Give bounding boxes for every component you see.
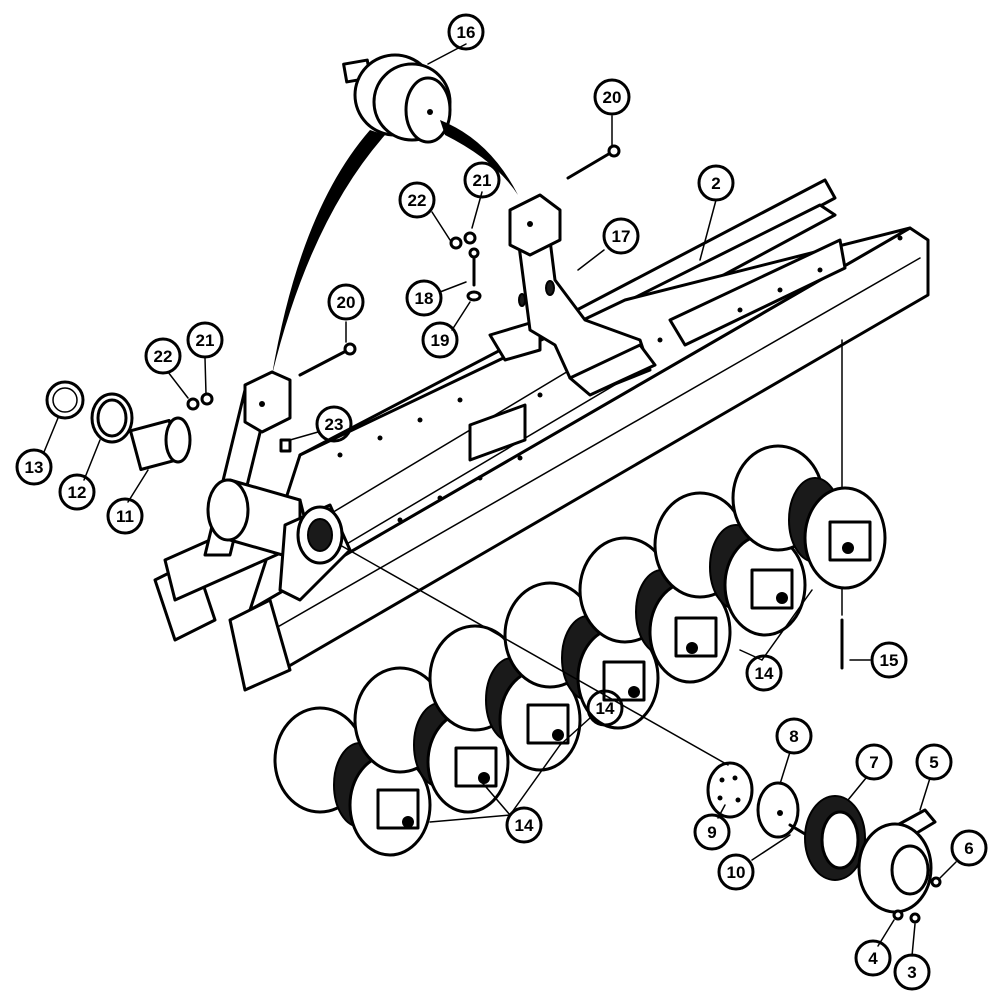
washer-21-front (463, 231, 477, 245)
svg-text:7: 7 (869, 753, 878, 772)
callout-5: 5 (915, 743, 953, 781)
track-roller (428, 624, 582, 772)
svg-text:8: 8 (789, 727, 798, 746)
svg-text:23: 23 (325, 415, 344, 434)
svg-text:20: 20 (603, 88, 622, 107)
track-roller (731, 444, 887, 590)
track-roller (273, 706, 432, 857)
washer-19 (466, 290, 482, 302)
seal-kit (45, 380, 192, 471)
callout-14-left: 14 (505, 806, 543, 844)
callout-7: 7 (855, 743, 893, 781)
nut-22-front (449, 236, 463, 250)
callout-21-rear: 21 (186, 321, 224, 359)
leader-lines (43, 43, 957, 957)
callout-9: 9 (693, 813, 731, 851)
grease-fitting-23 (279, 438, 292, 453)
callout-4: 4 (854, 939, 892, 977)
idler-bearing-block-right (508, 193, 562, 257)
track-roller (353, 666, 510, 814)
svg-text:5: 5 (929, 753, 938, 772)
frame-slot-plate (468, 403, 527, 462)
svg-text:4: 4 (868, 949, 878, 968)
callout-17: 17 (602, 217, 640, 255)
callout-18: 18 (405, 279, 443, 317)
bolt-10 (788, 823, 807, 836)
svg-text:15: 15 (880, 651, 899, 670)
svg-text:13: 13 (25, 458, 44, 477)
callout-15: 15 (870, 641, 908, 679)
washer-4 (892, 909, 904, 921)
callouts: 16 20 21 22 2 17 18 19 20 21 22 23 13 12… (15, 13, 988, 991)
svg-text:18: 18 (415, 289, 434, 308)
svg-text:20: 20 (337, 293, 356, 312)
svg-text:11: 11 (116, 507, 134, 526)
svg-text:10: 10 (727, 863, 746, 882)
svg-text:14: 14 (755, 664, 774, 683)
callout-11: 11 (106, 497, 144, 535)
track-roller (578, 536, 732, 684)
svg-text:16: 16 (457, 23, 476, 42)
callout-19: 19 (421, 321, 459, 359)
frame-bolt-holes (337, 235, 903, 523)
callout-20-front: 20 (593, 78, 631, 116)
svg-text:14: 14 (515, 816, 534, 835)
washer-21-rear (200, 392, 214, 406)
idler-bracket (488, 193, 657, 397)
callout-3: 3 (893, 953, 931, 991)
callout-14-middle: 14 (586, 689, 624, 727)
svg-text:2: 2 (711, 174, 720, 193)
svg-text:22: 22 (408, 191, 427, 210)
svg-text:14: 14 (596, 699, 615, 718)
roller-plate-8 (756, 781, 800, 839)
svg-text:3: 3 (907, 963, 916, 982)
svg-text:6: 6 (964, 839, 973, 858)
callout-8: 8 (775, 717, 813, 755)
svg-text:12: 12 (68, 483, 87, 502)
callout-20-rear: 20 (327, 283, 365, 321)
callout-10: 10 (717, 853, 755, 891)
svg-text:19: 19 (431, 331, 450, 350)
bolt-6 (930, 876, 942, 888)
svg-text:21: 21 (196, 331, 215, 350)
bolt-3 (909, 912, 921, 924)
bolt-20-rear (298, 348, 350, 377)
callout-16: 16 (447, 13, 485, 51)
callout-14-right: 14 (745, 654, 783, 692)
roller-end-parts (706, 761, 942, 924)
bolt-20-front (566, 150, 614, 180)
callout-6: 6 (950, 829, 988, 867)
svg-text:9: 9 (707, 823, 716, 842)
callout-22-front: 22 (398, 181, 436, 219)
svg-text:22: 22 (154, 347, 173, 366)
track-roller (503, 581, 660, 730)
callout-21-front: 21 (463, 161, 501, 199)
nut-22-rear (186, 397, 200, 411)
front-idler-wheel (272, 53, 518, 375)
callout-22-rear: 22 (144, 337, 182, 375)
callout-12: 12 (58, 473, 96, 511)
idler-yoke-assembly (203, 370, 352, 602)
callout-23: 23 (315, 405, 353, 443)
svg-text:17: 17 (612, 227, 631, 246)
svg-text:21: 21 (473, 171, 492, 190)
track-roller (653, 491, 807, 637)
roller-cap-9 (706, 761, 754, 819)
callout-13: 13 (15, 448, 53, 486)
callout-2: 2 (697, 164, 735, 202)
idler-bearing-block-left (243, 370, 292, 434)
track-rollers (273, 444, 887, 857)
